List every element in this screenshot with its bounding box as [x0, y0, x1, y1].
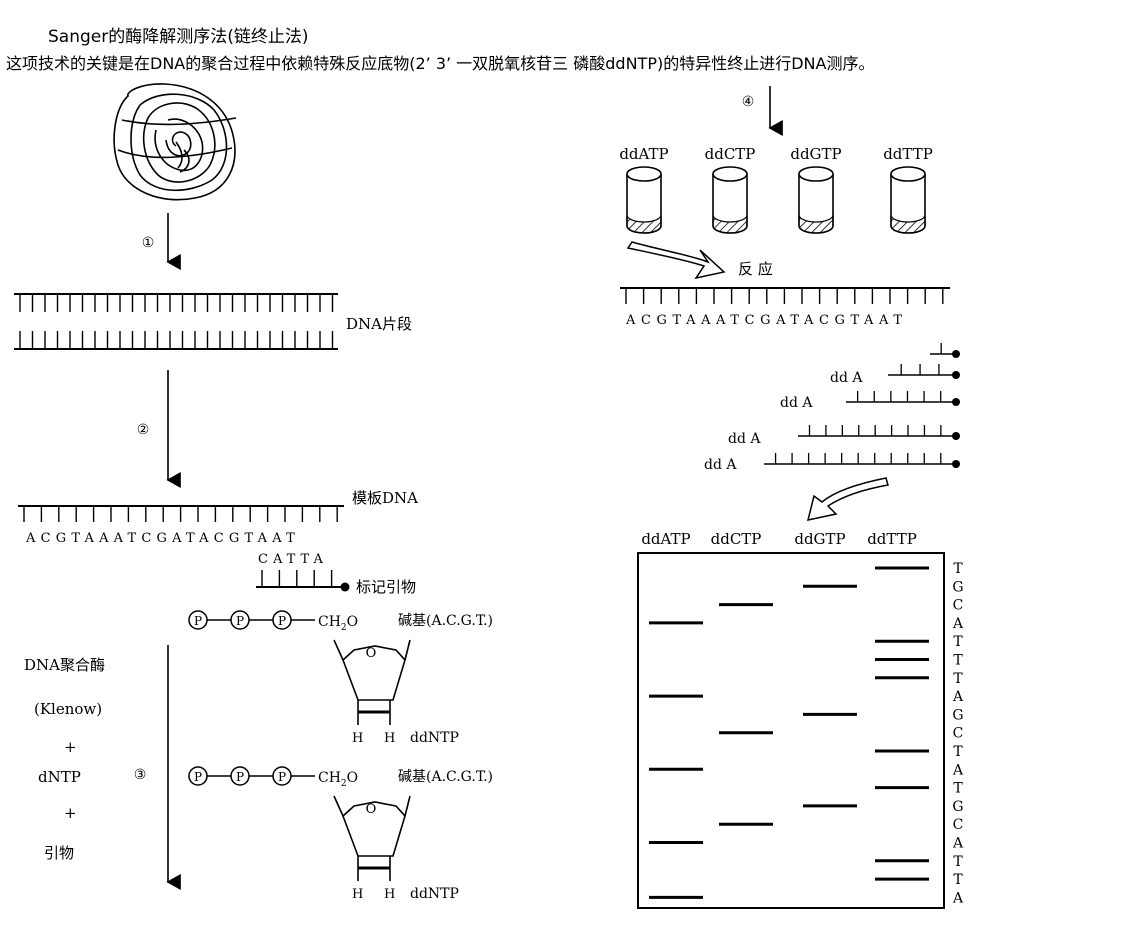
primer-sequence: CATTA: [258, 552, 328, 567]
tube-label: ddATP: [619, 145, 668, 163]
sequence-letter: T: [953, 671, 963, 687]
sequence-letter: T: [953, 744, 963, 760]
phosphate-label: P: [194, 770, 202, 784]
curved-arrow-reaction: [626, 241, 726, 280]
tube-contents: [712, 214, 748, 234]
ddntp-structure-1: P P P CH2O 碱基(A.C.G.T.) O H H ddNTP: [188, 610, 493, 746]
base-label-1: 碱基(A.C.G.T.): [398, 612, 493, 629]
phosphate-label: P: [236, 614, 244, 628]
tube-rim: [798, 166, 834, 182]
ch2o-label-2: CH2O: [318, 770, 358, 789]
reagent-primer: 引物: [44, 844, 74, 862]
labeled-primer-label: 标记引物: [356, 578, 416, 596]
sequence-letter: C: [953, 817, 964, 833]
step-3-label: ③: [134, 767, 147, 783]
gel-lane-label: ddCTP: [711, 530, 762, 548]
terminated-fragments: [764, 343, 960, 468]
curved-arrow-gel: [806, 477, 889, 521]
tube-contents: [798, 214, 834, 234]
tube-contents: [890, 214, 926, 234]
label-dot-icon: [952, 460, 960, 468]
label-dot-icon: [952, 371, 960, 379]
dd-a-label-2: dd A: [780, 395, 813, 411]
sequence-letter: C: [953, 598, 964, 614]
dd-a-label-3: dd A: [728, 431, 761, 447]
label-dot-icon: [952, 432, 960, 440]
tube-label: ddCTP: [705, 145, 756, 163]
gel-bands: [649, 566, 929, 899]
reagent-plus-2: +: [64, 804, 77, 822]
sequence-letter: A: [952, 616, 964, 632]
dd-a-label-4: dd A: [704, 457, 737, 473]
reagent-polymerase: DNA聚合酶: [24, 656, 105, 674]
phosphate-label: P: [278, 614, 286, 628]
phosphate-label: P: [236, 770, 244, 784]
dna-fragment-label: DNA片段: [346, 315, 412, 333]
sequence-letter: G: [952, 707, 963, 723]
ch2o-label-1: CH2O: [318, 614, 358, 633]
reagent-plus-1: +: [64, 738, 77, 756]
step-2-label: ②: [137, 422, 150, 438]
tube-label: ddGTP: [790, 145, 841, 163]
sequence-letter: T: [953, 634, 963, 650]
gel-lane-label: ddTTP: [867, 530, 917, 548]
sequence-letter: A: [952, 890, 964, 906]
ddntp-label-2: ddNTP: [410, 886, 459, 902]
page-subtitle: 这项技术的关键是在DNA的聚合过程中依赖特殊反应底物(2’ 3’ 一双脱氧核苷三…: [6, 54, 875, 73]
sequence-letter: G: [952, 579, 963, 595]
ring-oxygen-2: O: [366, 802, 377, 817]
sequence-letter: A: [952, 689, 964, 705]
step-4-label: ④: [742, 94, 755, 110]
label-dot-icon: [952, 350, 960, 358]
h-label-1a: H: [352, 731, 363, 746]
reagent-dntp: dNTP: [38, 768, 81, 786]
step-1-label: ①: [142, 235, 155, 251]
h-label-2b: H: [384, 887, 395, 902]
ddntp-tubes: ddATP ddCTP ddGTP ddTTP: [619, 145, 933, 234]
h-label-1b: H: [384, 731, 395, 746]
template-dna-strand: [18, 505, 344, 522]
tube-label: ddTTP: [883, 145, 933, 163]
gel-lane-labels: ddATP ddCTP ddGTP ddTTP: [641, 530, 916, 548]
dd-a-label-1: dd A: [830, 370, 863, 386]
reaction-label: 反 应: [738, 260, 773, 278]
sequence-letter: A: [952, 836, 964, 852]
reaction-template-sequence: ACGTAAATCGATACGTAAT: [625, 313, 908, 328]
labeled-primer: [256, 570, 350, 592]
template-sequence: ACGTAAATCGATACGTAAT: [25, 531, 300, 546]
dna-coil-illustration: [113, 83, 237, 201]
tube-contents: [626, 214, 662, 234]
sequence-letter: G: [952, 799, 963, 815]
template-dna-label: 模板DNA: [352, 489, 418, 507]
base-label-2: 碱基(A.C.G.T.): [398, 768, 493, 785]
ddntp-structure-2: P P P CH2O 碱基(A.C.G.T.) O H H ddNTP: [188, 766, 493, 902]
tube-rim: [890, 166, 926, 182]
dna-fragment-strands: [14, 293, 338, 350]
sequence-letter: T: [953, 781, 963, 797]
sequence-letter: T: [953, 854, 963, 870]
sequence-letter: C: [953, 726, 964, 742]
ddntp-label-1: ddNTP: [410, 730, 459, 746]
gel-lane-label: ddATP: [641, 530, 690, 548]
gel-lane-label: ddGTP: [794, 530, 845, 548]
h-label-2a: H: [352, 887, 363, 902]
gel-frame: [637, 552, 945, 909]
reaction-template-strand: [620, 287, 950, 304]
sequence-letter: A: [952, 762, 964, 778]
label-dot-icon: [952, 398, 960, 406]
phosphate-label: P: [278, 770, 286, 784]
phosphate-label: P: [194, 614, 202, 628]
tube-rim: [712, 166, 748, 182]
sequence-letter: T: [953, 561, 963, 577]
ring-oxygen-1: O: [366, 646, 377, 661]
tube-rim: [626, 166, 662, 182]
page-title: Sanger的酶降解测序法(链终止法): [48, 27, 309, 47]
sequence-letter: T: [953, 653, 963, 669]
reagent-klenow: (Klenow): [34, 700, 102, 718]
sequence-letter: T: [953, 872, 963, 888]
